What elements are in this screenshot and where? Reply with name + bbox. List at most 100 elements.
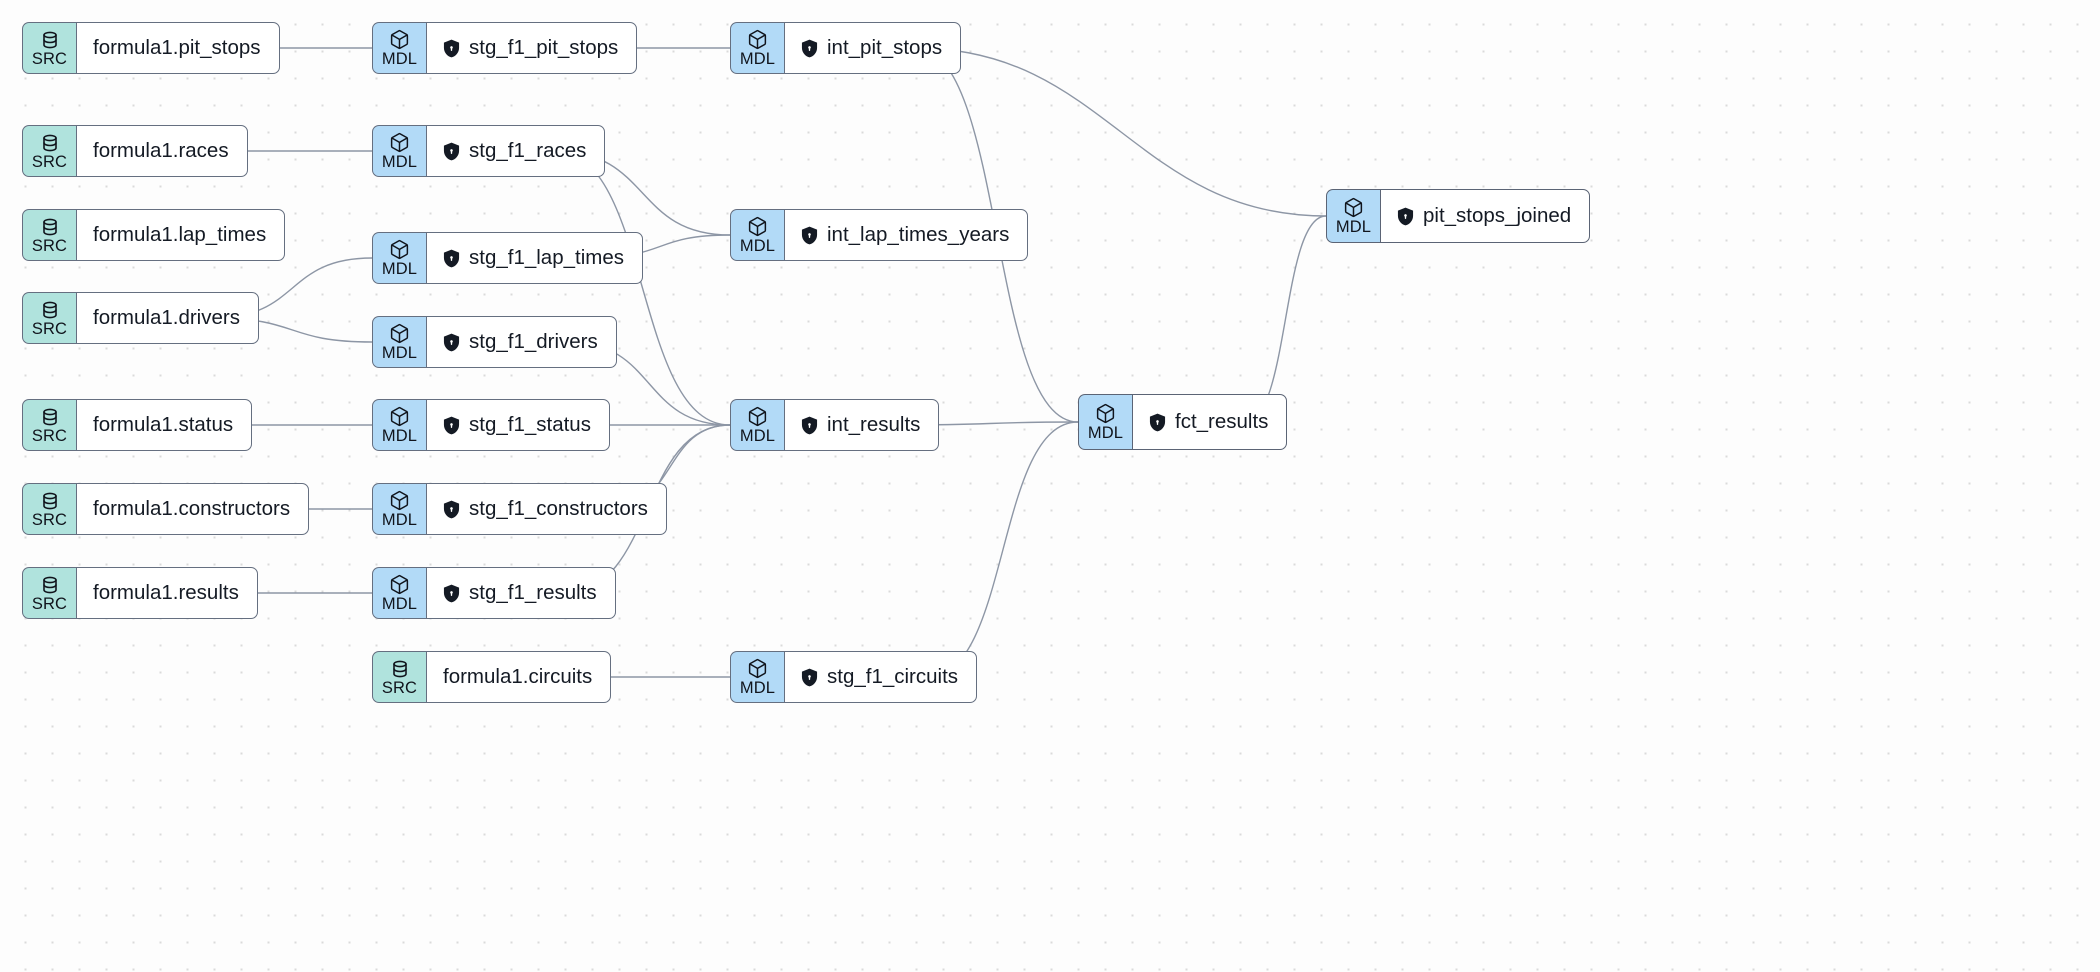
node-body[interactable]: stg_f1_results [426, 567, 616, 619]
edge-stg_circuits-to-fct_results [927, 421, 1079, 678]
database-icon [40, 491, 60, 511]
node-label: stg_f1_lap_times [469, 245, 624, 269]
node-label: formula1.drivers [93, 305, 240, 329]
node-body[interactable]: fct_results [1132, 394, 1288, 450]
graph-node-int_pit_stops[interactable]: MDL int_pit_stops [730, 22, 962, 74]
node-body[interactable]: formula1.pit_stops [76, 22, 280, 74]
node-type-abbr: MDL [739, 679, 776, 698]
node-label: stg_f1_races [469, 138, 587, 162]
node-label: stg_f1_status [469, 412, 591, 436]
node-type-abbr: SRC [381, 678, 418, 697]
node-type-abbr: MDL [739, 50, 776, 69]
graph-node-src_pit_stops[interactable]: SRC formula1.pit_stops [22, 22, 280, 74]
database-icon [40, 217, 60, 237]
node-body[interactable]: int_pit_stops [784, 22, 962, 74]
node-type-badge-mdl: MDL [372, 22, 426, 74]
node-body[interactable]: formula1.circuits [426, 651, 612, 703]
node-body[interactable]: stg_f1_races [426, 125, 606, 177]
node-body[interactable]: stg_f1_drivers [426, 316, 617, 368]
shield-lock-icon [801, 226, 818, 245]
node-type-badge-src: SRC [22, 292, 76, 344]
node-label: fct_results [1175, 409, 1269, 433]
node-label: int_results [827, 412, 921, 436]
node-body[interactable]: formula1.lap_times [76, 209, 286, 261]
graph-node-stg_pit_stops[interactable]: MDL stg_f1_pit_stops [372, 22, 638, 74]
node-type-abbr: MDL [739, 237, 776, 256]
cube-icon [1343, 197, 1364, 218]
node-type-badge-mdl: MDL [1326, 189, 1380, 243]
database-icon [40, 30, 60, 50]
node-type-abbr: SRC [31, 49, 68, 68]
node-label: stg_f1_drivers [469, 329, 598, 353]
graph-node-int_lap_years[interactable]: MDL int_lap_times_years [730, 209, 1029, 261]
graph-node-int_results[interactable]: MDL int_results [730, 399, 940, 451]
node-label: formula1.circuits [443, 664, 593, 688]
database-icon [40, 407, 60, 427]
shield-lock-icon [443, 584, 460, 603]
database-icon [40, 575, 60, 595]
graph-node-stg_circuits[interactable]: MDL stg_f1_circuits [730, 651, 978, 703]
node-body[interactable]: stg_f1_status [426, 399, 610, 451]
node-label: stg_f1_results [469, 580, 597, 604]
node-type-badge-src: SRC [22, 22, 76, 74]
node-label: int_pit_stops [827, 35, 943, 59]
node-type-badge-src: SRC [22, 209, 76, 261]
node-type-badge-mdl: MDL [372, 483, 426, 535]
graph-node-src_lap_times[interactable]: SRC formula1.lap_times [22, 209, 286, 261]
node-label: stg_f1_pit_stops [469, 35, 619, 59]
node-type-abbr: SRC [31, 236, 68, 255]
node-label: formula1.races [93, 138, 229, 162]
node-type-badge-src: SRC [372, 651, 426, 703]
node-body[interactable]: formula1.races [76, 125, 248, 177]
node-body[interactable]: formula1.drivers [76, 292, 259, 344]
cube-icon [389, 239, 410, 260]
node-type-badge-mdl: MDL [1078, 394, 1132, 450]
shield-lock-icon [443, 333, 460, 352]
edge-int_pit_stops-to-pit_stops_joined [915, 47, 1327, 217]
graph-node-stg_results[interactable]: MDL stg_f1_results [372, 567, 616, 619]
node-label: formula1.constructors [93, 496, 291, 520]
node-type-badge-mdl: MDL [730, 399, 784, 451]
node-body[interactable]: formula1.constructors [76, 483, 310, 535]
node-body[interactable]: int_results [784, 399, 940, 451]
graph-node-fct_results[interactable]: MDL fct_results [1078, 394, 1288, 450]
shield-lock-icon [443, 142, 460, 161]
node-body[interactable]: stg_f1_pit_stops [426, 22, 638, 74]
node-type-badge-mdl: MDL [730, 651, 784, 703]
node-body[interactable]: stg_f1_constructors [426, 483, 667, 535]
node-type-badge-mdl: MDL [372, 316, 426, 368]
node-body[interactable]: formula1.results [76, 567, 258, 619]
node-label: int_lap_times_years [827, 222, 1010, 246]
node-type-badge-mdl: MDL [372, 567, 426, 619]
node-body[interactable]: stg_f1_circuits [784, 651, 978, 703]
node-body[interactable]: pit_stops_joined [1380, 189, 1591, 243]
node-type-badge-src: SRC [22, 483, 76, 535]
cube-icon [747, 29, 768, 50]
edge-stg_races-to-int_results [554, 150, 731, 426]
edge-fct_results-to-pit_stops_joined [1244, 215, 1327, 423]
node-body[interactable]: int_lap_times_years [784, 209, 1029, 261]
graph-node-src_circuits[interactable]: SRC formula1.circuits [372, 651, 612, 703]
node-body[interactable]: stg_f1_lap_times [426, 232, 643, 284]
shield-lock-icon [801, 416, 818, 435]
graph-node-stg_races[interactable]: MDL stg_f1_races [372, 125, 606, 177]
graph-node-stg_drivers[interactable]: MDL stg_f1_drivers [372, 316, 617, 368]
cube-icon [389, 490, 410, 511]
graph-node-src_drivers[interactable]: SRC formula1.drivers [22, 292, 259, 344]
node-type-badge-src: SRC [22, 567, 76, 619]
node-body[interactable]: formula1.status [76, 399, 253, 451]
graph-node-src_constructors[interactable]: SRC formula1.constructors [22, 483, 310, 535]
node-type-badge-mdl: MDL [372, 125, 426, 177]
cube-icon [389, 29, 410, 50]
cube-icon [389, 406, 410, 427]
shield-lock-icon [443, 500, 460, 519]
